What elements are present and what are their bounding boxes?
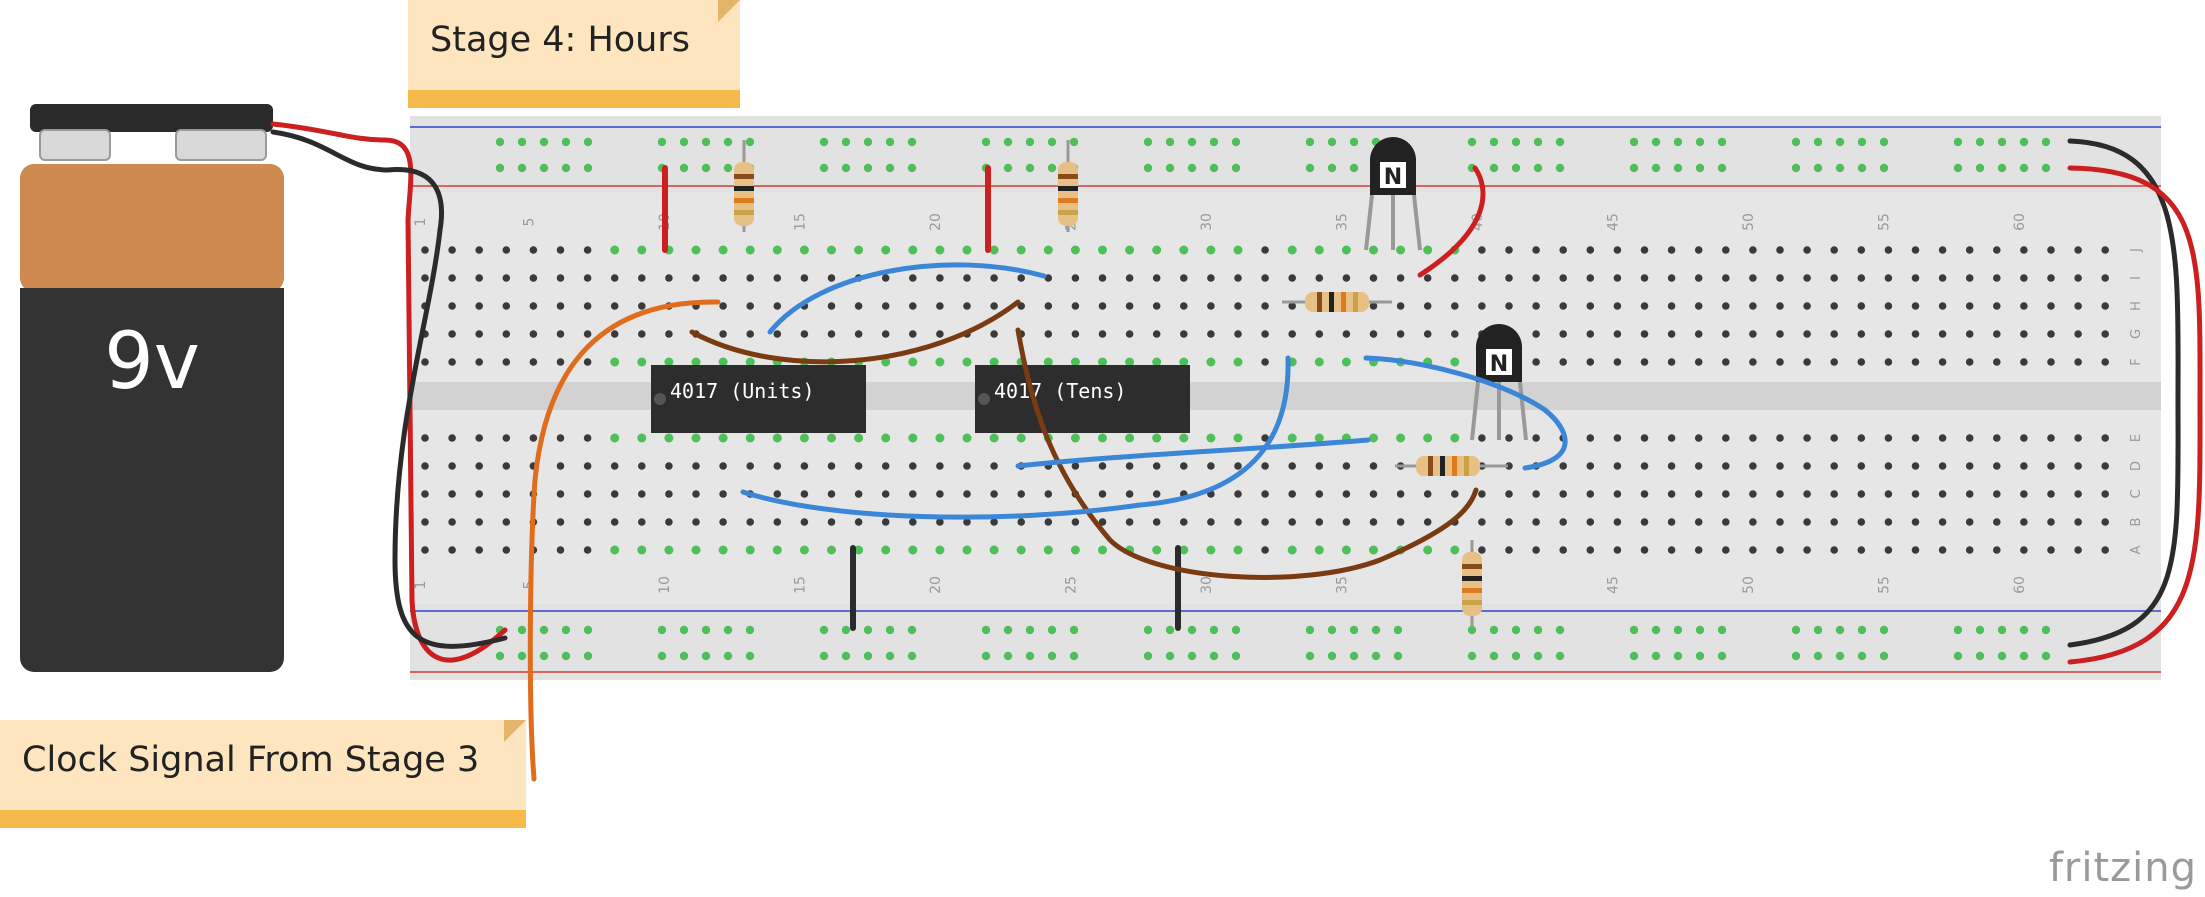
column-number: 20 bbox=[928, 576, 944, 594]
resistor-4 bbox=[1395, 456, 1508, 476]
resistor-2 bbox=[1058, 140, 1078, 232]
column-number: 35 bbox=[1334, 213, 1350, 231]
column-number: 1 bbox=[413, 218, 429, 227]
column-number: 20 bbox=[928, 213, 944, 231]
clock-note-text: Clock Signal From Stage 3 bbox=[22, 740, 480, 780]
column-number: 10 bbox=[657, 576, 673, 594]
clock-input-wire-orange bbox=[527, 299, 721, 782]
transistor-2: N bbox=[1470, 324, 1528, 441]
transistor-1-marking: N bbox=[1384, 165, 1402, 190]
row-letter: A bbox=[2129, 545, 2144, 554]
row-letter: H bbox=[2129, 301, 2144, 311]
column-number: 25 bbox=[1063, 576, 1079, 594]
right-rail-wire-black bbox=[2067, 138, 2181, 648]
row-letter: D bbox=[2129, 461, 2144, 471]
column-number: 30 bbox=[1199, 213, 1215, 231]
wire-red-transistor bbox=[1417, 165, 1486, 278]
chip-tens: 4017 (Tens) bbox=[975, 365, 1190, 433]
row-letter: E bbox=[2129, 434, 2144, 442]
column-number: 5 bbox=[521, 218, 537, 227]
wire-brown-2 bbox=[1015, 327, 1479, 580]
row-letter: G bbox=[2129, 329, 2144, 339]
row-letter: F bbox=[2129, 358, 2144, 365]
clock-note: Clock Signal From Stage 3 bbox=[0, 720, 526, 828]
breadboard-holes bbox=[421, 137, 2109, 661]
row-letter: B bbox=[2129, 518, 2144, 527]
wire-blue-1 bbox=[767, 262, 1047, 335]
battery-label: 9v bbox=[104, 317, 200, 407]
column-number: 45 bbox=[1605, 213, 1621, 231]
transistor-1: N bbox=[1364, 137, 1422, 251]
fritzing-logo: fritzing bbox=[2048, 845, 2197, 891]
row-letter: I bbox=[2129, 276, 2144, 280]
column-number: 50 bbox=[1741, 213, 1757, 231]
column-number: 45 bbox=[1605, 576, 1621, 594]
column-number: 55 bbox=[1876, 213, 1892, 231]
column-number: 60 bbox=[2012, 576, 2028, 594]
wire-blue-3 bbox=[1015, 437, 1371, 469]
battery-wire-red bbox=[270, 121, 508, 663]
chip-units-label: 4017 (Units) bbox=[670, 379, 815, 403]
stage-note: Stage 4: Hours bbox=[408, 0, 740, 108]
row-letters: J I H G F E D C B A bbox=[2129, 248, 2144, 554]
wire-brown-1 bbox=[689, 299, 1021, 365]
column-number: 55 bbox=[1876, 576, 1892, 594]
column-number: 30 bbox=[1199, 576, 1215, 594]
battery-wire-black bbox=[270, 129, 508, 649]
row-letter: C bbox=[2129, 489, 2144, 498]
column-number: 15 bbox=[792, 576, 808, 594]
chip-units: 4017 (Units) bbox=[651, 365, 866, 433]
right-rail-wire-red bbox=[2067, 165, 2203, 665]
column-number: 50 bbox=[1741, 576, 1757, 594]
resistor-5 bbox=[1462, 540, 1482, 626]
wires bbox=[270, 121, 2203, 782]
jumper-wires bbox=[662, 165, 1181, 631]
resistor-3 bbox=[1282, 292, 1392, 312]
column-number: 1 bbox=[413, 581, 429, 590]
wire-blue-4 bbox=[1363, 355, 1568, 471]
battery: 9v bbox=[20, 104, 284, 672]
wire-blue-2 bbox=[740, 355, 1291, 520]
column-number: 60 bbox=[2012, 213, 2028, 231]
column-number: 35 bbox=[1334, 576, 1350, 594]
transistor-2-marking: N bbox=[1490, 352, 1508, 377]
chip-tens-label: 4017 (Tens) bbox=[994, 379, 1126, 403]
row-letter: J bbox=[2129, 248, 2144, 253]
column-number: 15 bbox=[792, 213, 808, 231]
resistor-1 bbox=[734, 140, 754, 232]
stage-note-text: Stage 4: Hours bbox=[430, 20, 690, 60]
